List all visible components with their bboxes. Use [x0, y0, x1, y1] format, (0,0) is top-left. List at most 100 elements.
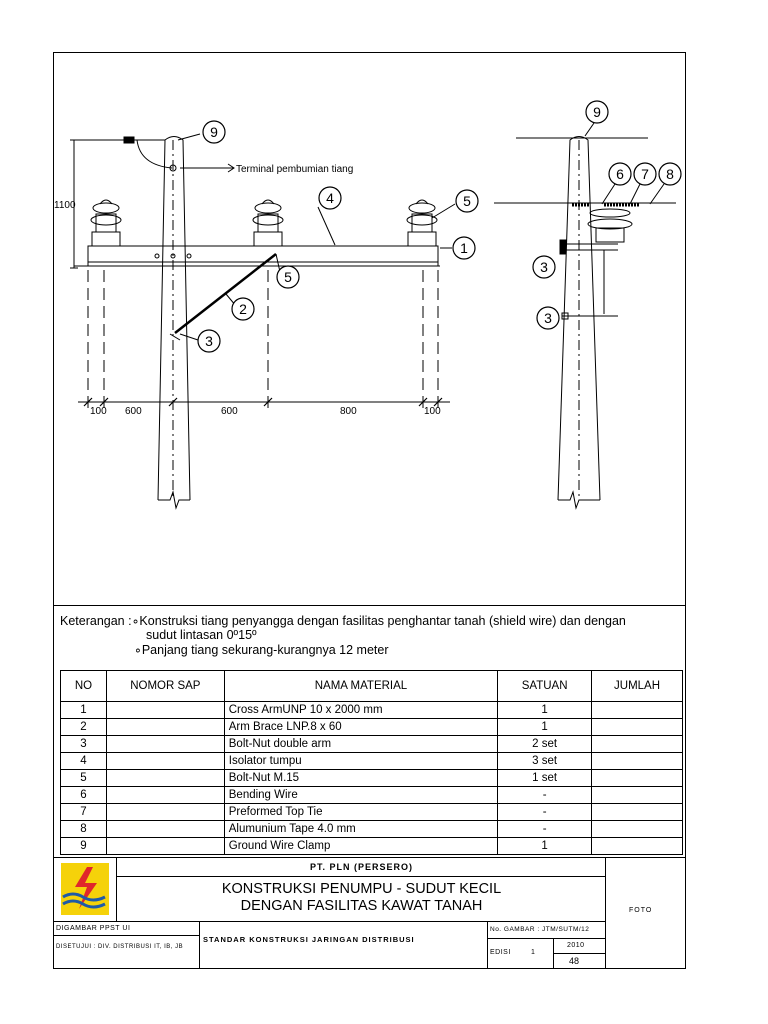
- cell-satuan: 1: [497, 837, 593, 855]
- terminal-label: Terminal pembumian tiang: [236, 164, 353, 175]
- callout-9: 9: [210, 124, 218, 140]
- cell-satuan: 1 set: [497, 769, 593, 787]
- standard-label: STANDAR KONSTRUKSI JARINGAN DISTRIBUSI: [203, 935, 415, 944]
- note-line-1b: sudut lintasan 0º15º: [146, 628, 257, 642]
- arm-brace: [174, 253, 277, 334]
- cell-jumlah: [591, 718, 683, 736]
- insulator-middle: [252, 199, 284, 247]
- cell-name: Bolt-Nut double arm: [223, 735, 499, 753]
- cell-satuan: 1: [497, 718, 593, 736]
- table-header-row: NO NOMOR SAP NAMA MATERIAL SATUAN JUMLAH: [60, 670, 683, 702]
- dim-100-left: 100: [90, 406, 107, 417]
- cell-satuan: 3 set: [497, 752, 593, 770]
- front-pole: [157, 136, 191, 501]
- callout-3: 3: [205, 333, 213, 349]
- callout-4: 4: [326, 190, 334, 206]
- cell-sap: [105, 837, 225, 855]
- cell-no: 8: [60, 820, 107, 838]
- cell-jumlah: [591, 752, 683, 770]
- cell-jumlah: [591, 701, 683, 719]
- cell-satuan: -: [497, 786, 593, 804]
- side-callout-3a: 3: [540, 259, 548, 275]
- cell-name: Isolator tumpu: [223, 752, 499, 770]
- notes-label: Keterangan :∘Konstruksi tiang penyangga …: [60, 614, 626, 628]
- edisi-value: 1: [531, 949, 536, 956]
- callout-1: 1: [460, 240, 468, 256]
- dim-600-b: 600: [221, 406, 238, 417]
- side-callout-7: 7: [641, 166, 649, 182]
- notes-divider: [53, 605, 686, 606]
- cell-jumlah: [591, 837, 683, 855]
- cell-no: 4: [60, 752, 107, 770]
- title-block: PT. PLN (PERSERO) KONSTRUKSI PENUMPU - S…: [53, 857, 686, 969]
- cell-sap: [105, 786, 225, 804]
- col-jumlah: JUMLAH: [591, 670, 683, 702]
- cell-jumlah: [591, 735, 683, 753]
- cell-sap: [105, 820, 225, 838]
- cell-no: 2: [60, 718, 107, 736]
- edisi-label: EDISI: [490, 949, 511, 956]
- col-satuan: SATUAN: [497, 670, 593, 702]
- drawing-number: No. GAMBAR : JTM/SUTM/12: [490, 926, 590, 933]
- cell-no: 1: [60, 701, 107, 719]
- cell-no: 5: [60, 769, 107, 787]
- cell-jumlah: [591, 820, 683, 838]
- insulator-right: [406, 199, 438, 247]
- cell-name: Preformed Top Tie: [223, 803, 499, 821]
- cell-sap: [105, 735, 225, 753]
- side-callout-9: 9: [593, 104, 601, 120]
- side-pole: [557, 136, 601, 501]
- disetujui-label: DISETUJUI : DIV. DISTRIBUSI IT, IB, JB: [56, 944, 184, 950]
- drawing-sheet: [53, 52, 686, 969]
- cell-sap: [105, 701, 225, 719]
- cell-no: 3: [60, 735, 107, 753]
- side-callout-3b: 3: [544, 310, 552, 326]
- cell-satuan: -: [497, 820, 593, 838]
- table-row: 7 Preformed Top Tie-: [60, 803, 683, 821]
- callout-5: 5: [463, 193, 471, 209]
- cell-name: Bending Wire: [223, 786, 499, 804]
- cell-satuan: 2 set: [497, 735, 593, 753]
- cell-jumlah: [591, 803, 683, 821]
- foto-label: FOTO: [629, 907, 653, 914]
- page-number: 48: [569, 956, 580, 966]
- cell-name: Cross ArmUNP 10 x 2000 mm: [223, 701, 499, 719]
- height-dimension: 1100: [54, 200, 76, 211]
- col-sap: NOMOR SAP: [105, 670, 225, 702]
- callout-2: 2: [239, 301, 247, 317]
- pln-logo: [53, 857, 117, 921]
- cell-jumlah: [591, 786, 683, 804]
- cell-name: Ground Wire Clamp: [223, 837, 499, 855]
- col-material: NAMA MATERIAL: [223, 670, 499, 702]
- material-table: NO NOMOR SAP NAMA MATERIAL SATUAN JUMLAH…: [60, 670, 683, 855]
- insulator-left: [90, 199, 122, 247]
- cell-name: Arm Brace LNP.8 x 60: [223, 718, 499, 736]
- dim-600-a: 600: [125, 406, 142, 417]
- drawing-title: KONSTRUKSI PENUMPU - SUDUT KECIL DENGAN …: [221, 881, 502, 914]
- table-row: 6 Bending Wire-: [60, 786, 683, 804]
- cell-no: 6: [60, 786, 107, 804]
- cell-no: 9: [60, 837, 107, 855]
- note-line-2: ∘Panjang tiang sekurang-kurangnya 12 met…: [134, 643, 389, 657]
- digambar-label: DIGAMBAR PPST UI: [56, 925, 131, 932]
- cell-sap: [105, 803, 225, 821]
- callout-5b: 5: [284, 269, 292, 285]
- col-no: NO: [60, 670, 107, 702]
- dim-800: 800: [340, 406, 357, 417]
- cell-no: 7: [60, 803, 107, 821]
- side-callout-8: 8: [666, 166, 674, 182]
- cell-sap: [105, 718, 225, 736]
- company-name: PT. PLN (PERSERO): [117, 857, 606, 877]
- side-callout-6: 6: [616, 166, 624, 182]
- cell-sap: [105, 752, 225, 770]
- cell-jumlah: [591, 769, 683, 787]
- cell-satuan: -: [497, 803, 593, 821]
- year-value: 2010: [567, 942, 585, 949]
- dim-100-right: 100: [424, 406, 441, 417]
